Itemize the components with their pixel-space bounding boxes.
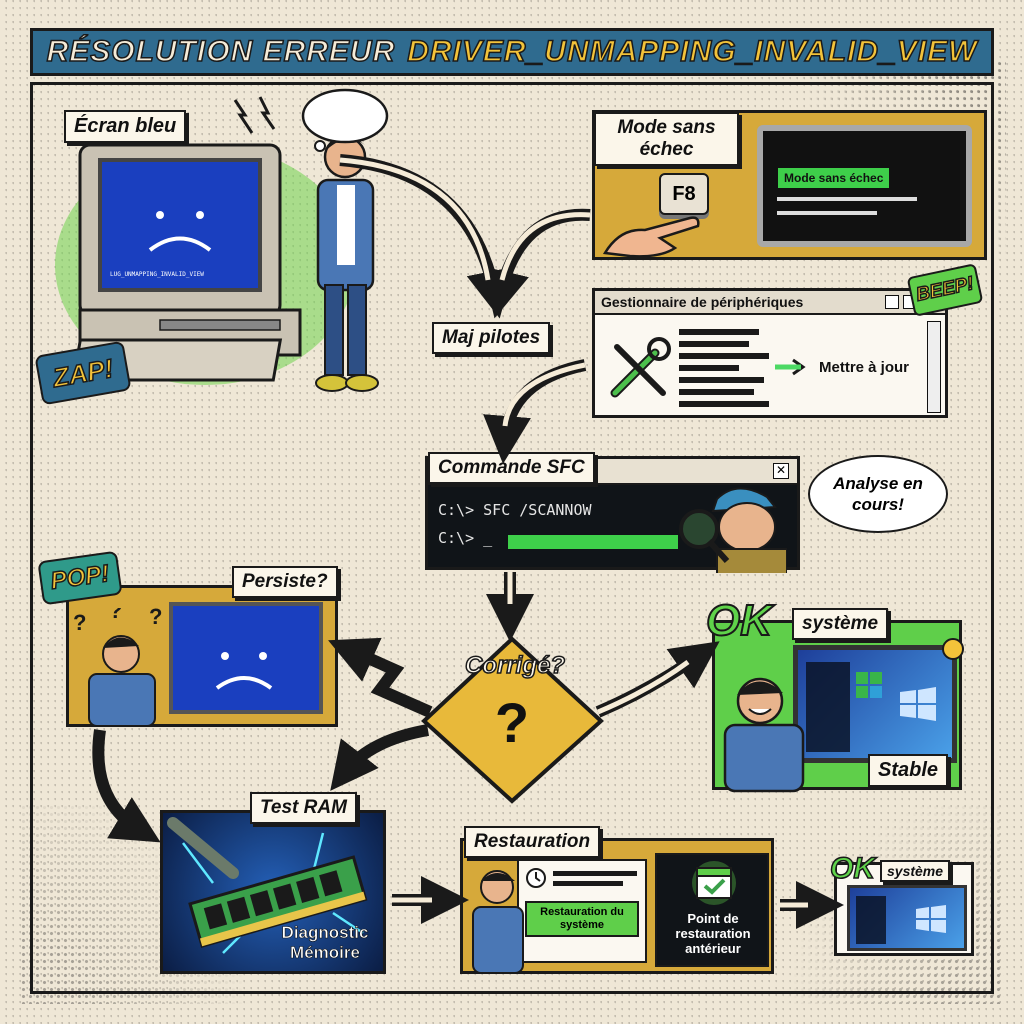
f8-key[interactable]: F8 [659, 173, 709, 215]
device-manager-window: Gestionnaire de périphériques Mettre à j… [592, 288, 948, 418]
system-restore-button[interactable]: Restauration du système [525, 901, 639, 937]
restore-panel: Restauration du système Point de restaur… [460, 838, 774, 974]
update-drivers-label: Maj pilotes [432, 322, 551, 354]
arrow-right-icon [775, 358, 806, 376]
svg-text:?: ? [149, 608, 162, 629]
restore-point-box: Point de restauration antérieur [655, 853, 769, 967]
inspector-illustration [679, 487, 787, 573]
device-manager-title: Gestionnaire de périphériques [601, 294, 804, 310]
restore-dialog: Restauration du système [517, 859, 647, 963]
confused-person-illustration: ? ? ? [73, 608, 162, 727]
blue-screen-panel: LUG_UNMAPPING_INVALID_VIEW [40, 115, 400, 395]
final-windows-screen [847, 885, 967, 951]
ram-caption: Diagnostic Mémoire [281, 923, 369, 963]
persists-bsod-screen [169, 602, 323, 714]
ram-test-panel: Diagnostic Mémoire [160, 810, 386, 974]
device-tree [679, 323, 779, 413]
decision-label: Corrigé? [464, 651, 566, 680]
persists-label: Persiste? [232, 566, 338, 598]
sfc-label: Commande SFC [428, 452, 595, 484]
page-title: RÉSOLUTION ERREUR DRIVER_UNMAPPING_INVAL… [30, 28, 994, 76]
restore-point-text: Point de restauration antérieur [675, 911, 751, 956]
bsod-error-line: LUG_UNMAPPING_INVALID_VIEW [110, 271, 204, 278]
happy-person-illustration [723, 677, 805, 793]
device-manager-titlebar: Gestionnaire de périphériques [595, 291, 945, 315]
arrow-decision-to-persists [328, 637, 433, 718]
ok-final-badge: OK [829, 851, 876, 886]
windows-logo-icon-small [916, 905, 946, 933]
safe-mode-monitor: Mode sans échec [757, 125, 972, 247]
technician-illustration [472, 870, 524, 974]
blue-screen-label: Écran bleu [64, 110, 187, 143]
windows-desktop-screen [793, 645, 957, 763]
sun-icon [942, 638, 964, 660]
sfc-progress-bar [508, 535, 678, 549]
sfc-prompt-line: C:\> _ [438, 529, 493, 547]
close-icon[interactable]: ✕ [773, 463, 789, 479]
scrollbar[interactable] [927, 321, 941, 413]
sfc-command-line: C:\> SFC /SCANNOW [438, 501, 592, 519]
arrow-persists-to-ram [92, 729, 161, 843]
minimize-button[interactable] [885, 295, 899, 309]
title-part1: RÉSOLUTION ERREUR [46, 34, 396, 69]
ok-system-label: système [792, 608, 889, 640]
update-button-label: Mettre à jour [819, 358, 910, 376]
analysis-text: Analyse en cours! [833, 474, 923, 514]
title-part2: DRIVER_UNMAPPING_INVALID_VIEW [406, 34, 978, 69]
clock-icon [526, 868, 546, 888]
ok-badge: OK [705, 595, 773, 646]
decision-diamond [421, 636, 604, 804]
ram-test-label: Test RAM [250, 792, 357, 824]
arrow-decision-to-ram [330, 724, 430, 791]
persists-panel: ? ? ? [66, 585, 338, 727]
svg-text:?: ? [73, 610, 86, 635]
svg-text:?: ? [109, 608, 122, 623]
safe-mode-screen-text: Mode sans échec [777, 167, 891, 189]
update-action[interactable]: Mettre à jour [773, 357, 909, 377]
safe-mode-label: Mode sans échec [594, 112, 739, 166]
windows-logo-icon [900, 687, 936, 721]
wrench-icon [610, 337, 671, 398]
decision-symbol: ? [494, 691, 530, 754]
computer-illustration [55, 135, 379, 392]
thought-bubble-icon [301, 88, 389, 152]
diagram-frame [30, 82, 994, 994]
restore-label: Restauration [464, 826, 601, 858]
lightning-icon [233, 96, 276, 134]
ram-stick-illustration [167, 817, 368, 954]
calendar-check-icon [692, 861, 736, 905]
ok-final-label: système [880, 860, 951, 882]
analysis-speech-bubble: Analyse en cours! [808, 455, 948, 533]
stable-label: Stable [868, 754, 949, 787]
pointing-hand-icon [602, 216, 700, 258]
